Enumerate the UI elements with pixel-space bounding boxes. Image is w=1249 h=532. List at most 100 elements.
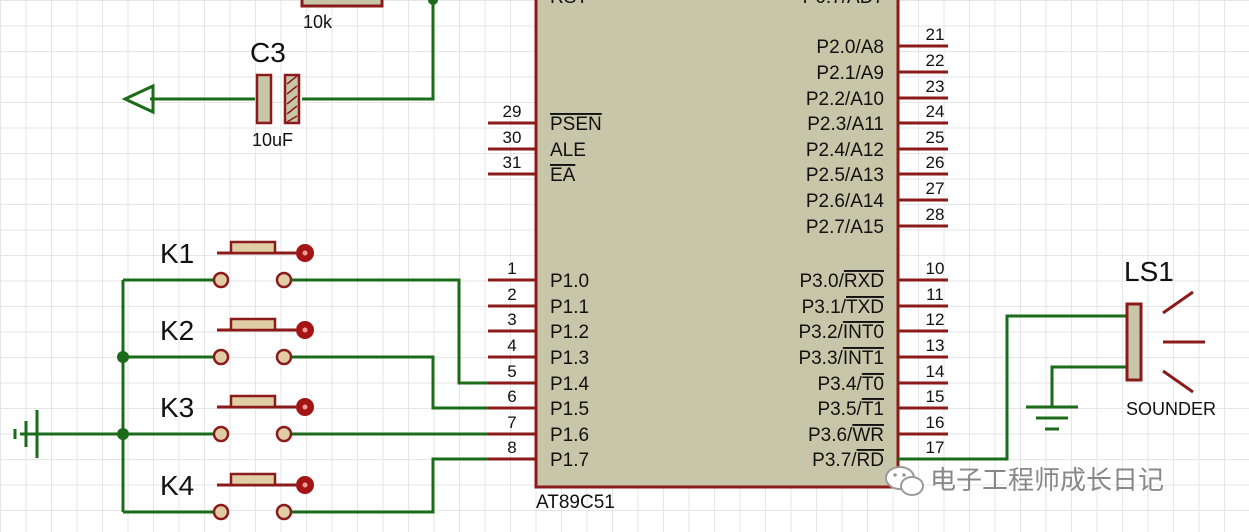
wire-junction xyxy=(117,428,129,440)
push-button-cap-icon xyxy=(229,240,277,255)
pin-name-prefix: P3.4/ xyxy=(817,374,862,395)
pin-name-active-low: INT1 xyxy=(843,348,884,369)
pin-name-prefix: P3.6/ xyxy=(808,425,853,446)
pin-name-prefix: P3.3/ xyxy=(798,348,843,369)
switch-contact-icon xyxy=(275,271,293,289)
key-label: K3 xyxy=(160,392,194,423)
probe-dot-highlight xyxy=(302,327,308,333)
wire-p37-speaker xyxy=(898,314,1128,461)
pin-name: P1.2 xyxy=(550,322,589,343)
key-switch-k3: K3 xyxy=(160,392,314,443)
ground-right-icon xyxy=(1026,405,1078,431)
wire-k1-p14 xyxy=(292,278,488,385)
switch-contact-icon xyxy=(212,503,230,521)
pin-number: 17 xyxy=(926,438,945,457)
wire-speaker-ground xyxy=(1050,365,1128,407)
pin-name: PSEN xyxy=(550,114,602,135)
probe-dot-highlight xyxy=(302,250,308,256)
chip-right-pins: 21P2.0/A822P2.1/A923P2.2/A1024P2.3/A1125… xyxy=(798,25,948,471)
pin-number: 12 xyxy=(926,310,945,329)
pin-name-prefix: P3.1/ xyxy=(802,297,847,318)
chip-partial-p07: P0.7/AD7 xyxy=(803,0,884,8)
speaker-ref: LS1 xyxy=(1124,256,1174,287)
pin-name: P3.3/INT1 xyxy=(798,348,884,369)
pin-number: 28 xyxy=(926,205,945,224)
pin-number: 25 xyxy=(926,128,945,147)
sound-wave-icon xyxy=(1162,369,1194,394)
chip-partial-rst: RST xyxy=(550,0,588,8)
wire-k2-p15 xyxy=(292,355,488,410)
pin-name-active-low: T1 xyxy=(862,399,884,420)
pin-name-active-low: TXD xyxy=(846,297,884,318)
chip-pin-left: 8P1.7 xyxy=(488,438,589,471)
sound-wave-icon xyxy=(1162,290,1194,315)
resistor-r: 10k xyxy=(300,0,384,32)
pin-number: 23 xyxy=(926,77,945,96)
pin-name: P3.0/RXD xyxy=(800,271,885,292)
push-button-cap-icon xyxy=(229,394,277,409)
pin-name: P2.1/A9 xyxy=(816,63,884,84)
pin-name-active-low: RXD xyxy=(844,271,884,292)
pin-number: 13 xyxy=(926,336,945,355)
pin-number: 15 xyxy=(926,387,945,406)
key-label: K2 xyxy=(160,315,194,346)
chip-pin-left: 3P1.2 xyxy=(488,310,589,343)
pin-name-prefix: P3.0/ xyxy=(800,271,845,292)
key-switch-k1: K1 xyxy=(160,238,314,289)
pin-name: P2.6/A14 xyxy=(806,191,885,212)
pin-number: 5 xyxy=(507,362,516,381)
watermark-text: 电子工程师成长日记 xyxy=(930,466,1164,496)
pin-name: P1.0 xyxy=(550,271,589,292)
pin-name-active-low: T0 xyxy=(862,374,884,395)
chip-pin-left: 1P1.0 xyxy=(488,259,589,292)
wire-junction xyxy=(117,351,129,363)
pin-name: P2.3/A11 xyxy=(807,114,884,135)
chip-pin-left: 6P1.5 xyxy=(488,387,589,420)
capacitor-ref: C3 xyxy=(250,37,286,68)
switch-contact-icon xyxy=(275,425,293,443)
chip-pin-left: 2P1.1 xyxy=(488,285,589,318)
pin-name-active-low: RD xyxy=(857,450,884,471)
pin-name-prefix: P3.7/ xyxy=(812,450,857,471)
chip-pin-left: 7P1.6 xyxy=(488,413,589,446)
pin-number: 1 xyxy=(507,259,516,278)
speaker-value: SOUNDER xyxy=(1126,399,1216,419)
switch-contact-icon xyxy=(275,348,293,366)
pin-number: 24 xyxy=(926,102,945,121)
push-button-cap-icon xyxy=(229,472,277,487)
pin-number: 22 xyxy=(926,51,945,70)
chip-body xyxy=(534,0,900,489)
pin-name: ALE xyxy=(550,140,586,161)
capacitor-value: 10uF xyxy=(252,130,293,150)
pin-number: 3 xyxy=(507,310,516,329)
chip-pin-left: 4P1.3 xyxy=(488,336,589,369)
push-button-cap-icon xyxy=(229,317,277,332)
pin-number: 21 xyxy=(926,25,945,44)
pin-number: 31 xyxy=(503,153,522,172)
wire-k4-p17 xyxy=(292,457,488,514)
wire-cap-node xyxy=(302,0,435,101)
switch-contact-icon xyxy=(212,271,230,289)
pin-name: P3.6/WR xyxy=(808,425,884,446)
watermark: 电子工程师成长日记 xyxy=(885,466,1164,496)
pin-name: P1.3 xyxy=(550,348,589,369)
chip-pin-left: 5P1.4 xyxy=(488,362,590,395)
pin-number: 6 xyxy=(507,387,516,406)
capacitor-c3: C3 10uF xyxy=(250,37,301,150)
pin-name: P3.7/RD xyxy=(812,450,884,471)
